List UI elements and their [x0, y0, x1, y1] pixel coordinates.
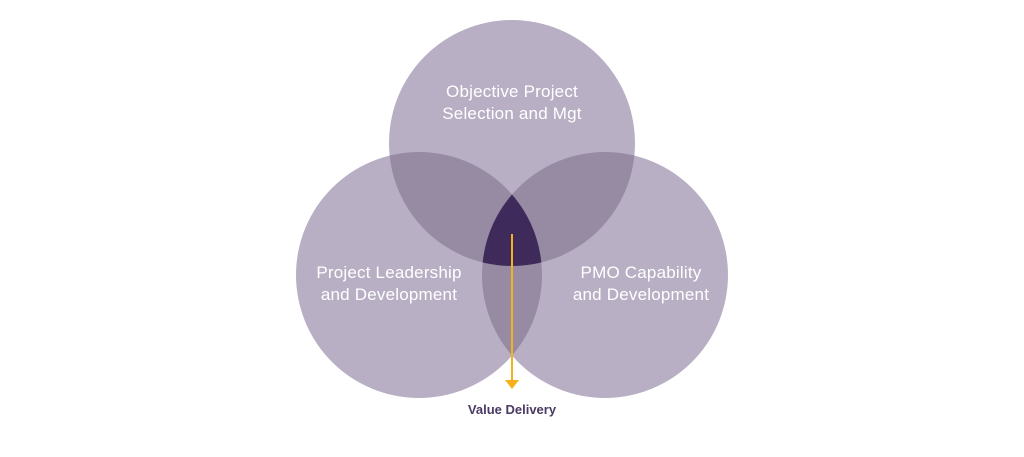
overlap-top-left: [389, 152, 542, 266]
overlap-top-right: [482, 152, 635, 266]
label-top-line1: Objective Project: [446, 82, 578, 101]
label-left-line1: Project Leadership: [316, 263, 462, 282]
label-left-line2: and Development: [320, 285, 458, 304]
value-arrow-head: [505, 380, 519, 389]
label-left: Project Leadership and Development: [289, 262, 489, 306]
label-right: PMO Capability and Development: [541, 262, 741, 306]
value-delivery-label: Value Delivery: [467, 402, 557, 417]
label-top-line2: Selection and Mgt: [442, 104, 582, 123]
label-right-line1: PMO Capability: [580, 263, 702, 282]
label-right-line2: and Development: [572, 285, 710, 304]
label-top: Objective Project Selection and Mgt: [412, 81, 612, 125]
